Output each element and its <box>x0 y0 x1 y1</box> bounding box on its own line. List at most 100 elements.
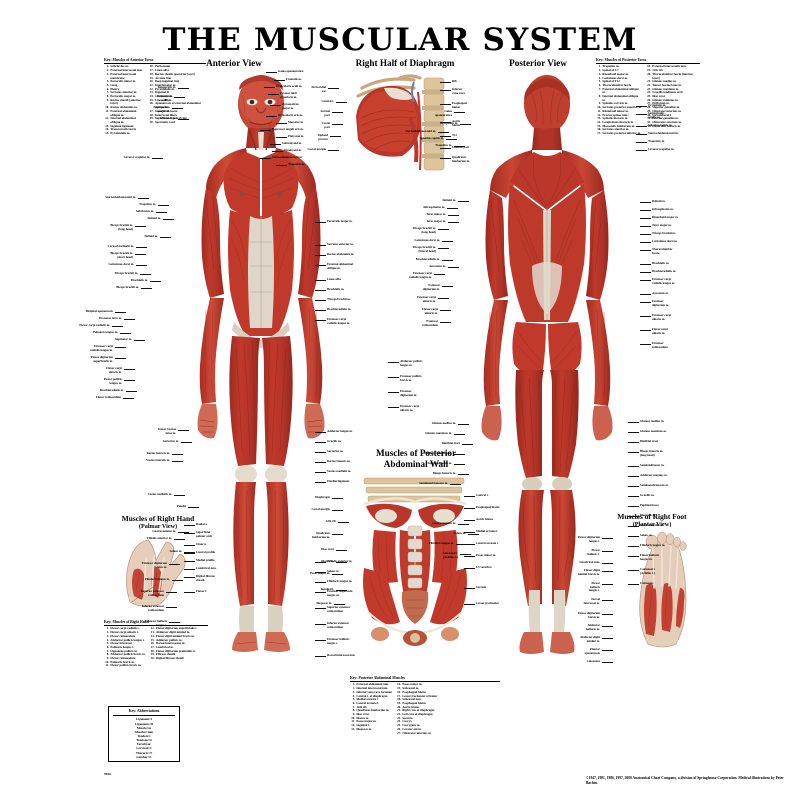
key-item: 1.Trapezius m. <box>596 65 642 69</box>
key-item-number: 4. <box>352 693 355 698</box>
anatomy-label: Gracilis m. <box>327 439 342 443</box>
key-item: 9.Splenius cervicis m. <box>596 102 642 106</box>
right-foot-figure <box>639 531 687 648</box>
anatomy-label: Vastus medialis m. <box>327 469 352 473</box>
key-posterior-torso-title: Key: Muscles of Posterior Torso <box>596 58 700 65</box>
anatomy-label: L5 vertebra <box>476 565 492 569</box>
anatomy-label: Flexor t. <box>196 589 207 593</box>
key-item-label: Adductor pollicis m. <box>155 637 183 642</box>
anatomy-label: Adductor magnus m. <box>640 473 668 477</box>
anatomy-label: Extensor carpi radialis longus m. <box>327 317 351 325</box>
key-item: 30.Sacrotuberal l. <box>646 113 700 118</box>
anatomy-label: Subclavius m. <box>135 209 154 213</box>
key-item-number: 18. <box>149 71 154 76</box>
key-item-number: 4. <box>106 637 109 642</box>
key-item-label: Obturator externus m. <box>652 119 682 124</box>
key-item-label: Obturator internus m. <box>652 108 682 113</box>
anatomy-label: Extensor digitorum m. <box>652 299 670 307</box>
anatomy-label: Extensor retinaculum <box>422 319 438 327</box>
anatomy-label: Teres major m. <box>652 223 672 227</box>
key-item-label: Flexor retinaculum <box>110 656 136 661</box>
key-item-label: Gluteus medius m. <box>652 79 677 84</box>
anatomy-label: Flexor digitorum superficialis m. <box>90 355 113 363</box>
anatomy-label: Levator scapulae m. <box>123 155 150 159</box>
anatomy-label: Splenius capitis m. <box>419 136 444 140</box>
key-posterior-abdominal: Key: Posterior Abdominal Muscles 1.Exter… <box>350 676 500 735</box>
anatomy-label: Calcaneus <box>586 659 600 663</box>
anatomy-label: Flexor carpi ulnaris m. <box>106 366 122 374</box>
anatomy-label: Abductor digiti minimi m. <box>579 635 600 643</box>
anatomy-label: Pronator teres m. <box>99 316 122 320</box>
key-item-number: 27. <box>397 730 401 735</box>
key-item-label: Esophageal hiatus <box>402 700 426 705</box>
key-item-label: Palmaris longus t. <box>110 644 134 649</box>
key-item-number: 24. <box>149 94 154 99</box>
key-item-label: Inguinal ligament <box>110 123 134 128</box>
key-item: 14.Flexor digiti minimi brevis m. <box>150 634 198 639</box>
abbreviation-line: Cervical=C <box>136 746 152 751</box>
anatomy-label: Sternocleidomastoid m. <box>405 129 436 133</box>
anatomy-label: Quadratus lumborum m. <box>452 155 470 163</box>
key-item: 1.Flexor carpi radialis t. <box>104 627 146 631</box>
anatomy-label: Digital fibrous sheath <box>196 574 215 582</box>
key-item-number: 11. <box>351 719 355 724</box>
anatomy-label: Tibialis anterior m. <box>327 559 353 563</box>
anatomy-label: Extensor carpi radialis longus m. <box>652 277 676 285</box>
anatomy-label: Psoas major m. <box>310 571 330 575</box>
anatomy-label: Temporalis m. <box>157 85 176 89</box>
anatomy-label: Fibularis longus m. <box>327 579 353 583</box>
anatomy-label: Lesser trochanter <box>476 601 499 605</box>
anatomy-label: Sternocleidomastoid m. <box>272 155 303 159</box>
anatomy-label: Rib <box>452 79 457 83</box>
anatomy-label: Flexor hallucis t. <box>587 548 600 556</box>
anatomy-label: Fibularis longus m. <box>144 577 170 581</box>
anatomy-label: Calcaneal t. (Achilles t.) <box>442 551 458 559</box>
anatomy-label: Patellar ligament <box>327 479 350 483</box>
key-item: 6.Palmaris longus t. <box>104 644 146 650</box>
anatomy-label: Radial a. <box>196 522 208 526</box>
anatomy-label: Gluteus medius m. <box>431 421 456 425</box>
key-item-label: Central t. of diaphragm <box>356 693 388 698</box>
anatomy-label: Extensor hallucis longus t. <box>327 637 350 645</box>
key-item-number: 9. <box>352 712 355 717</box>
key-item: 10.Palmaris brevis m. <box>104 660 146 665</box>
key-item: 16.Peritoneum <box>149 65 206 69</box>
key-item-label: Digital fibrous sheath <box>155 656 184 661</box>
key-item-label: Peritoneum <box>154 64 171 69</box>
anatomy-label: Extensor digitorum longus m. <box>141 561 167 569</box>
anatomy-label: Esophageal hiatus <box>452 101 467 109</box>
key-item-label: Inferior gemellus m. <box>652 116 679 121</box>
key-item-number: 23. <box>397 715 401 720</box>
key-item: 16.Serratus anterior m. <box>596 128 642 132</box>
anatomy-label: Latissimus dorsi m. <box>414 238 440 242</box>
anatomy-label: Zygomaticus major m. <box>153 105 170 113</box>
key-item: 8.Pectoralis major m. <box>104 94 145 99</box>
key-abbreviations-title: Key: Abbreviations <box>113 709 175 716</box>
anatomy-label: Biceps femoris m. (long head) <box>640 449 664 457</box>
anatomy-label: Plantar aponeurosis <box>584 647 600 655</box>
key-item-number: 11. <box>105 108 109 113</box>
anatomy-label: Linea alba <box>327 277 341 281</box>
posterior-figure <box>481 75 613 654</box>
anatomy-label: Occipitalis m. <box>440 121 458 125</box>
key-item-number: 14. <box>597 119 601 124</box>
key-right-hand-col1: 1.Flexor carpi radialis t.2.Flexor carpi… <box>104 627 146 668</box>
anatomy-label: Teres major m. <box>426 219 446 223</box>
anatomy-label: Fibularis longus m. <box>640 543 666 547</box>
key-item-label: Thoracolumbar fascia (interior layer) <box>652 71 693 80</box>
key-item: 13.Spinalis thoracis m. <box>596 117 642 121</box>
page-title: THE MUSCULAR SYSTEM <box>162 22 638 58</box>
anatomy-label: Vastus lateralis m. <box>146 458 170 462</box>
key-item-label: External abdominal oblique m. <box>602 86 639 95</box>
key-item-label: Inguinal l. <box>356 723 370 728</box>
key-item: 15.Iliocostalis lumborum m. <box>596 124 642 129</box>
anatomy-label: Extensor digitorum longus m. <box>327 589 353 597</box>
key-item-label: Flexor pollicis brevis m. <box>110 663 142 668</box>
key-item-label: External abdominal oblique m. <box>110 108 137 117</box>
key-item-label: Trapezius m. <box>602 64 620 69</box>
anatomy-label: Triceps brachii m. <box>114 271 138 275</box>
key-item: 26.Aponeurosis of external abdominal obl… <box>149 101 206 109</box>
